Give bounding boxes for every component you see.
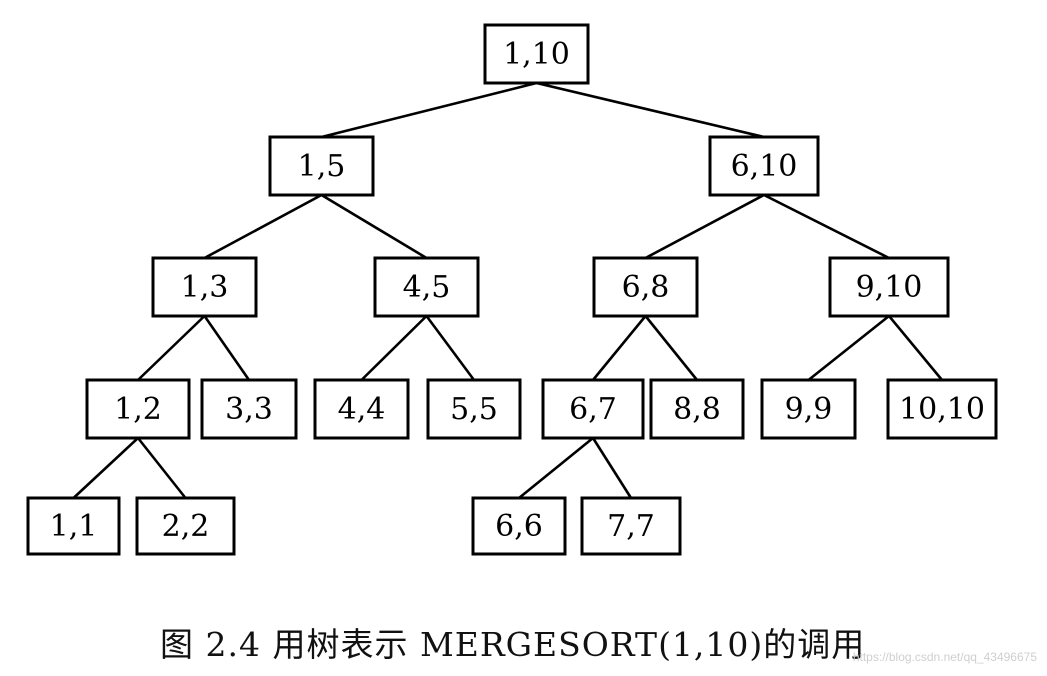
tree-node-label: 5,5 <box>450 392 498 427</box>
tree-edge-n1_10-n6_10 <box>536 81 765 139</box>
tree-edge-n1_5-n4_5 <box>320 193 428 260</box>
tree-node-label: 1,2 <box>114 392 162 427</box>
tree-node-label: 6,8 <box>622 270 670 305</box>
tree-node-n6_8: 6,8 <box>592 256 699 318</box>
tree-node-box <box>471 496 567 556</box>
tree-node-box <box>580 496 682 556</box>
tree-node-box <box>592 256 699 318</box>
tree-node-box <box>26 496 121 556</box>
tree-edge-n6_7-n7_7 <box>591 437 633 499</box>
tree-node-n1_5: 1,5 <box>268 135 375 197</box>
tree-node-n3_3: 3,3 <box>200 378 298 440</box>
tree-node-n7_7: 7,7 <box>580 496 682 556</box>
tree-node-label: 8,8 <box>673 392 721 427</box>
tree-node-box <box>886 378 998 440</box>
tree-node-n9_9: 9,9 <box>760 378 857 440</box>
tree-edge-n1_2-n2_2 <box>136 437 187 499</box>
tree-node-n1_10: 1,10 <box>483 23 590 85</box>
tree-node-n10_10: 10,10 <box>886 378 998 440</box>
tree-node-label: 3,3 <box>225 392 273 427</box>
watermark-text: https://blog.csdn.net/qq_43496675 <box>852 650 1037 664</box>
tree-node-label: 6,6 <box>495 509 543 544</box>
tree-node-box <box>760 378 857 440</box>
tree-edge-n1_3-n1_2 <box>137 315 206 381</box>
tree-node-box <box>426 378 522 440</box>
tree-node-n4_4: 4,4 <box>313 378 410 440</box>
tree-node-box <box>268 135 375 197</box>
tree-node-label: 4,5 <box>403 270 451 305</box>
tree-edge-n6_10-n9_10 <box>763 193 890 260</box>
tree-edge-n1_5-n1_3 <box>203 193 323 260</box>
tree-node-n6_6: 6,6 <box>471 496 567 556</box>
tree-edge-n9_10-n9_9 <box>807 314 890 382</box>
tree-node-label: 10,10 <box>899 392 985 427</box>
tree-node-box <box>541 378 645 440</box>
tree-edge-n1_10-n1_5 <box>321 81 537 139</box>
tree-node-box <box>135 496 236 556</box>
tree-node-label: 1,1 <box>50 509 98 544</box>
tree-node-n8_8: 8,8 <box>649 378 745 440</box>
tree-node-label: 6,7 <box>569 392 617 427</box>
figure-caption: 图 2.4 用树表示 MERGESORT(1,10)的调用 <box>160 625 866 664</box>
tree-edge-n6_10-n6_8 <box>644 193 765 260</box>
tree-node-label: 1,10 <box>503 37 570 72</box>
tree-edge-n9_10-n10_10 <box>887 315 944 381</box>
tree-node-n9_10: 9,10 <box>828 256 950 318</box>
tree-node-n6_10: 6,10 <box>708 135 820 197</box>
tree-node-n1_2: 1,2 <box>85 378 191 440</box>
tree-node-box <box>708 135 820 197</box>
tree-node-box <box>85 378 191 440</box>
tree-node-label: 6,10 <box>731 149 798 184</box>
tree-node-label: 9,9 <box>785 392 833 427</box>
tree-node-n1_3: 1,3 <box>151 256 258 318</box>
tree-node-label: 2,2 <box>162 509 210 544</box>
tree-node-n5_5: 5,5 <box>426 378 522 440</box>
tree-node-box <box>200 378 298 440</box>
tree-node-n4_5: 4,5 <box>373 256 480 318</box>
tree-edges <box>72 81 944 500</box>
tree-node-n1_1: 1,1 <box>26 496 121 556</box>
tree-node-label: 1,3 <box>181 270 229 305</box>
tree-edge-n6_8-n8_8 <box>644 315 699 381</box>
tree-edge-n4_5-n4_4 <box>360 315 428 381</box>
tree-node-n2_2: 2,2 <box>135 496 236 556</box>
tree-node-box <box>373 256 480 318</box>
tree-edge-n1_2-n1_1 <box>72 437 139 499</box>
tree-node-label: 7,7 <box>607 509 655 544</box>
tree-node-box <box>649 378 745 440</box>
tree-node-box <box>828 256 950 318</box>
tree-node-box <box>483 23 590 85</box>
tree-node-label: 4,4 <box>338 392 386 427</box>
tree-node-n6_7: 6,7 <box>541 378 645 440</box>
tree-node-label: 9,10 <box>856 270 923 305</box>
tree-node-box <box>313 378 410 440</box>
tree-edge-n1_3-n3_3 <box>203 315 251 381</box>
tree-edge-n6_7-n6_6 <box>518 436 594 500</box>
tree-node-box <box>151 256 258 318</box>
tree-edge-n4_5-n5_5 <box>425 315 476 381</box>
tree-node-label: 1,5 <box>298 149 346 184</box>
tree-edge-n6_8-n6_7 <box>591 315 647 381</box>
tree-nodes: 1,10 1,5 6,10 1,3 4,5 6,8 9,10 1,2 3,3 4,4 5,5 6,7 8… <box>26 23 998 556</box>
